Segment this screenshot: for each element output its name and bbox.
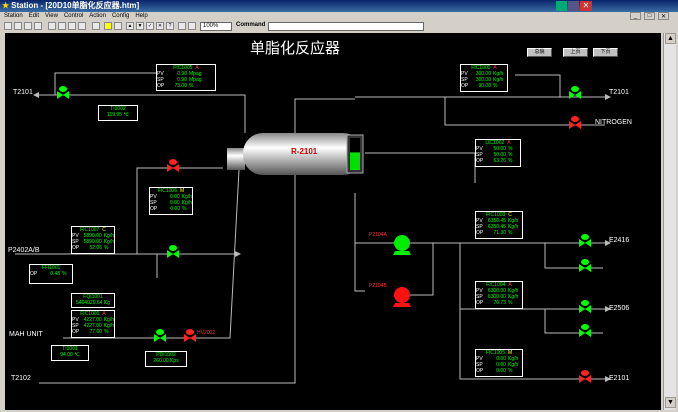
arrow-up-icon[interactable]: ▲ (126, 22, 134, 30)
command-input[interactable] (268, 22, 424, 31)
monitor-icon[interactable] (556, 1, 567, 11)
pump-label-p2104a: P2104A (369, 232, 387, 238)
trend-icon[interactable] (68, 22, 76, 30)
menu-bar: Station Edit View Control Action Config Help (0, 12, 678, 21)
indicator-ti1002[interactable]: TI1002 119.95 ℃ (98, 105, 138, 121)
piping-diagram (15, 72, 611, 384)
line-t2101-in: T2101 (13, 89, 33, 96)
indicator-fqi1001[interactable]: FQI1001 5404929.64 Kg (71, 293, 115, 308)
group-icon[interactable] (58, 22, 66, 30)
pump-label-p2104b: P2104B (369, 283, 387, 289)
line-e2416: E2416 (609, 237, 630, 244)
nav-forward-icon[interactable] (14, 22, 22, 30)
pump-p2104a[interactable] (393, 235, 411, 255)
acknowledge-icon[interactable]: ✓ (146, 22, 154, 30)
reactor-vessel[interactable] (227, 133, 364, 175)
line-nitrogen: NITROGEN (595, 119, 632, 126)
title-bar: ★Station - [20D10单脂化反应器.htm] (0, 0, 678, 12)
prev-page-button[interactable]: 上页 (563, 48, 588, 57)
indicator-ti1001[interactable]: TI1001 94.00 ℃ (51, 345, 89, 361)
menu-action[interactable]: Action (89, 13, 106, 19)
line-e2506: E2506 (609, 305, 630, 312)
restore-icon[interactable]: □ (644, 12, 655, 20)
line-mah-unit: MAH UNIT (9, 331, 43, 338)
report-icon[interactable] (92, 22, 100, 30)
nav-back-icon[interactable] (4, 22, 12, 30)
tool-icon[interactable] (568, 1, 579, 11)
message-icon[interactable] (114, 22, 122, 30)
app-icon: ★ (2, 1, 10, 10)
arrow-down-icon[interactable]: ▼ (136, 22, 144, 30)
minimize-icon[interactable]: _ (630, 12, 641, 20)
valve-label-hv2002: HV2002 (197, 330, 216, 336)
next-page-button[interactable]: 下页 (593, 48, 618, 57)
close-icon[interactable]: ✕ (580, 1, 592, 11)
display-icon[interactable] (48, 22, 56, 30)
alarm-list-icon[interactable] (78, 22, 86, 30)
find-icon[interactable] (188, 22, 196, 30)
scroll-down-icon[interactable]: ▼ (665, 397, 676, 408)
line-p2402: P2402A/B (8, 247, 40, 254)
help-icon[interactable]: ? (166, 22, 174, 30)
menu-view[interactable]: View (45, 13, 58, 19)
window-controls: ✕ (556, 1, 592, 11)
zoom-select[interactable]: 100% (200, 22, 232, 31)
page-title: 单脂化反应器 (250, 39, 341, 57)
print-icon[interactable] (24, 22, 32, 30)
mdi-close-icon[interactable]: ✕ (658, 12, 669, 20)
reactor-label: R-2101 (291, 147, 318, 156)
toolbar: ▲ ▼ ✓ ✕ ? 100% Command (0, 21, 678, 32)
menu-station[interactable]: Station (4, 13, 23, 19)
vertical-scrollbar[interactable]: ▲ ▼ (663, 33, 676, 410)
zoom-icon[interactable] (178, 22, 186, 30)
alarm-icon[interactable] (104, 22, 112, 30)
menu-help[interactable]: Help (135, 13, 148, 19)
line-t2101-out: T2101 (609, 89, 629, 96)
indicator-pdi1002[interactable]: PDI1002 260.00 Kps (145, 351, 187, 367)
menu-config[interactable]: Config (111, 13, 130, 19)
pump-p2104b[interactable] (393, 287, 411, 307)
menu-edit[interactable]: Edit (28, 13, 40, 19)
silence-icon[interactable]: ✕ (156, 22, 164, 30)
mdi-controls: _ □ ✕ (630, 12, 674, 21)
window-title: Station - [20D10单脂化反应器.htm] (11, 1, 140, 10)
overview-button[interactable]: 总貌 (527, 48, 552, 57)
page-icon[interactable] (34, 22, 42, 30)
process-display: 单脂化反应器 总貌 上页 下页 R-2101 T2101 T2101 NITRO… (5, 33, 661, 410)
line-e2101: E2101 (609, 375, 630, 382)
valves (57, 86, 591, 383)
menu-control[interactable]: Control (63, 13, 84, 19)
command-label: Command (236, 22, 266, 28)
line-t2102: T2102 (11, 375, 31, 382)
scroll-up-icon[interactable]: ▲ (665, 33, 676, 44)
